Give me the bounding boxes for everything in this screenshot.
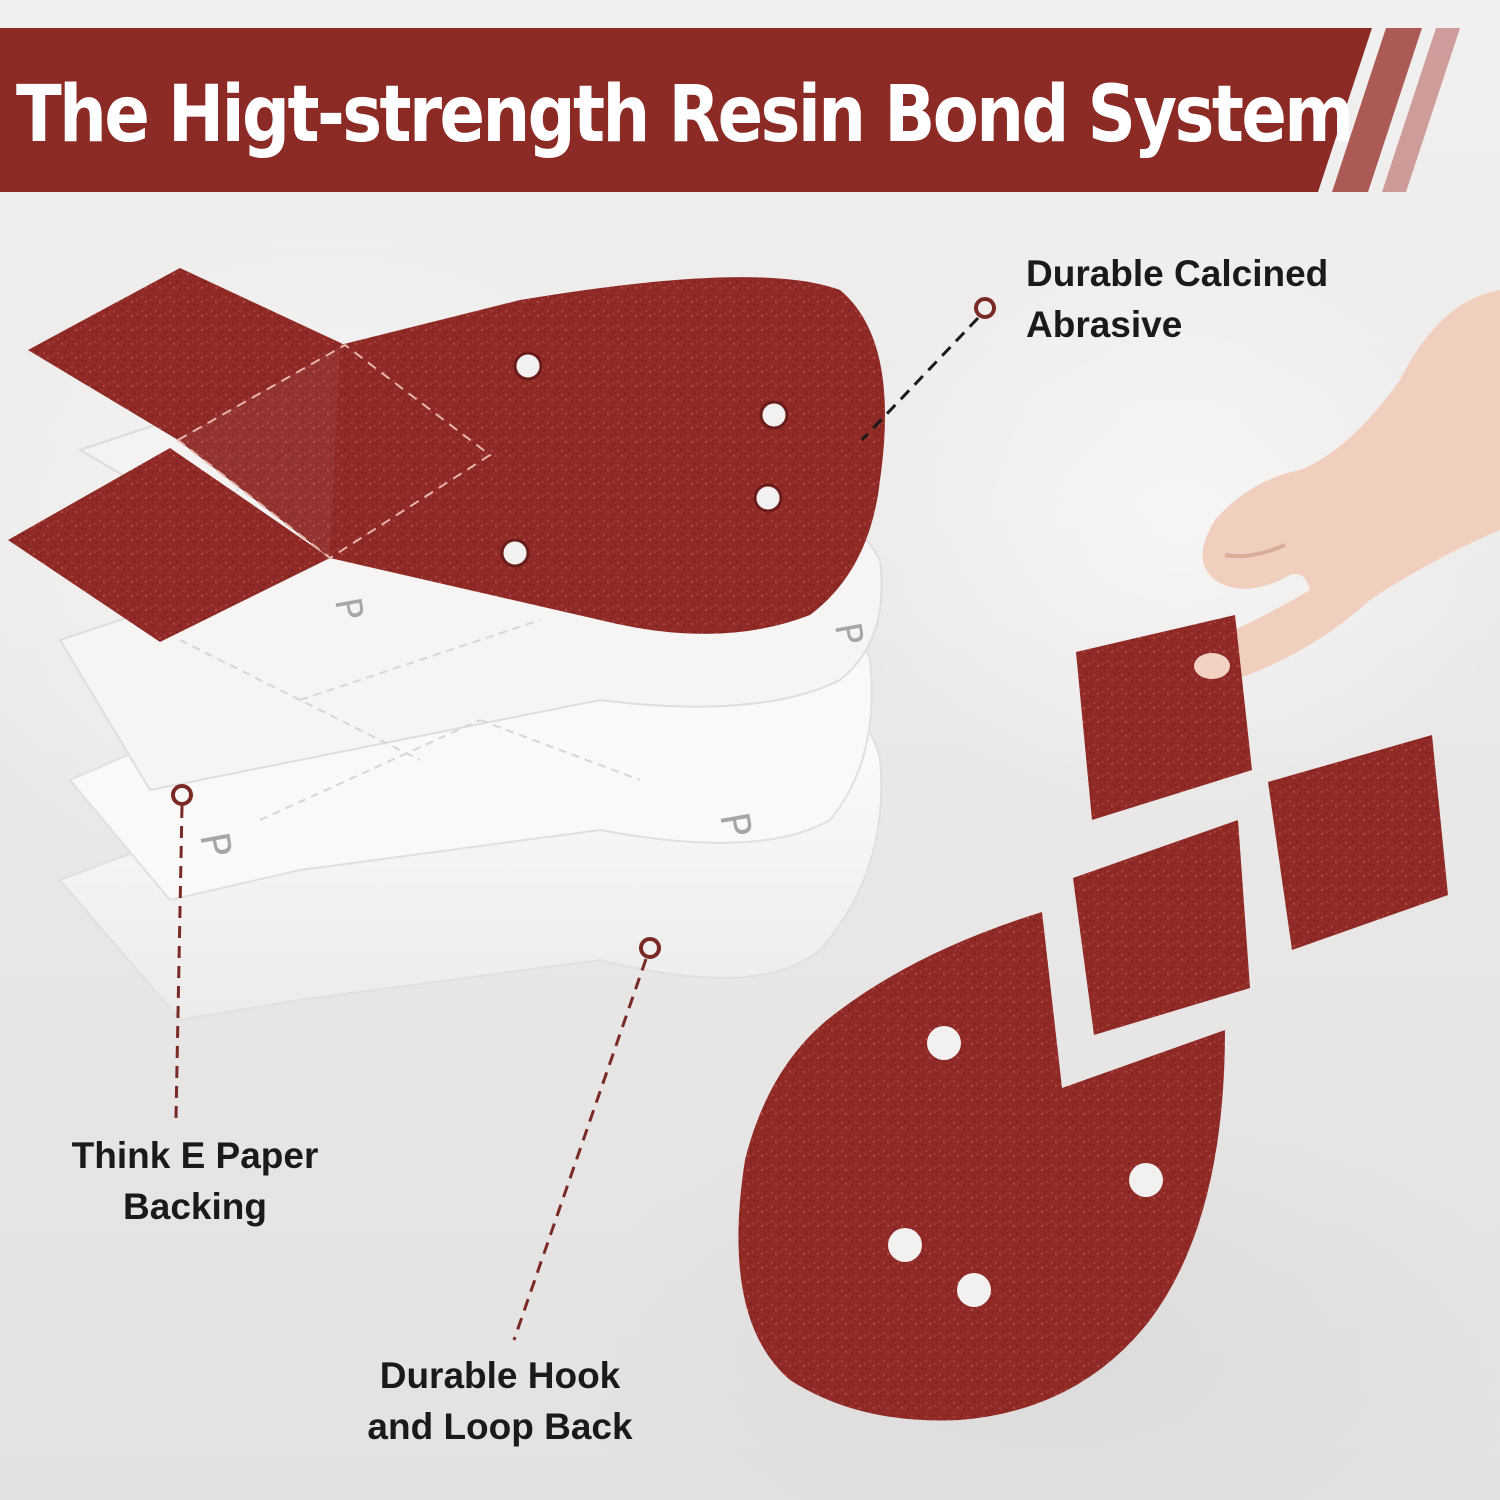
callout-leader-abrasive	[860, 297, 996, 442]
detail-sanding-sheet-bottom	[738, 912, 1225, 1421]
callout-line: Durable Calcined	[1026, 253, 1329, 294]
callout-paper-backing: Think E Paper Backing	[40, 1130, 350, 1232]
square-pad-pieces	[1073, 615, 1448, 1035]
callout-leader-paper	[171, 784, 193, 1119]
callout-line: and Loop Back	[367, 1406, 633, 1447]
detail-sanding-sheet-top	[8, 268, 885, 642]
callout-hook-loop-back: Durable Hook and Loop Back	[330, 1350, 670, 1452]
callout-leader-hook	[512, 937, 661, 1341]
callout-line: Backing	[123, 1186, 267, 1227]
page-title: The Higt-strength Resin Bond System	[16, 70, 1354, 160]
callout-line: Abrasive	[1026, 304, 1183, 345]
title-banner	[0, 28, 1460, 192]
fingertip	[1194, 653, 1230, 679]
callout-calcined-abrasive: Durable Calcined Abrasive	[1026, 248, 1328, 350]
callout-line: Durable Hook	[379, 1355, 621, 1396]
callout-line: Think E Paper	[71, 1135, 319, 1176]
